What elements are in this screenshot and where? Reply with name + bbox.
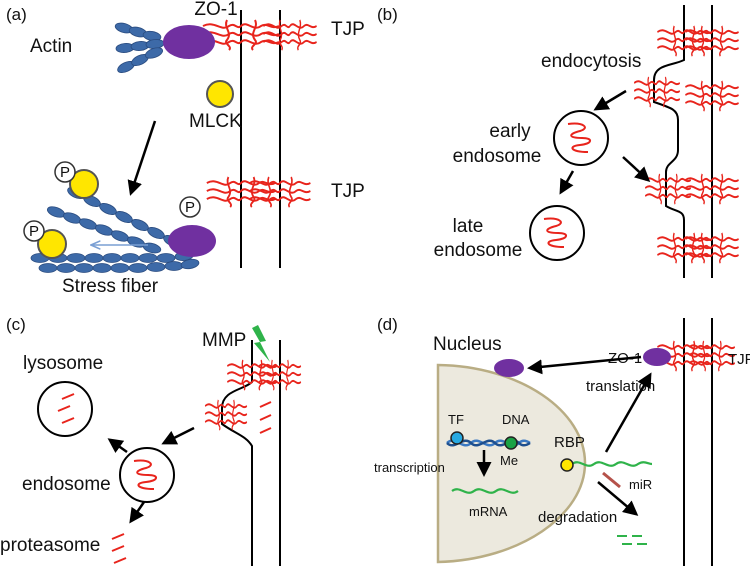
mlck-label: MLCK [189, 111, 242, 132]
arrow-maturation [559, 170, 575, 195]
arrow-translation [604, 372, 652, 453]
tjp-strands [633, 25, 740, 264]
methylation-mark [504, 436, 518, 450]
late-endosome-label-2: endosome [434, 240, 523, 261]
dna-label: DNA [502, 412, 530, 427]
panel-d-label: (d) [377, 315, 398, 334]
rbp-protein [560, 458, 574, 472]
mlck-phospho-2 [37, 229, 67, 259]
zo1-protein [643, 348, 671, 366]
mmp-label: MMP [202, 330, 246, 351]
phospho-badge-1 [54, 161, 76, 183]
mlck-phospho-1 [69, 169, 99, 199]
degradation-label: degradation [538, 509, 617, 526]
dna-helix [446, 439, 531, 447]
nucleus [436, 363, 587, 564]
phospho-label-2: P [29, 223, 39, 240]
me-label: Me [500, 453, 518, 468]
stress-fiber-label: Stress fiber [62, 276, 159, 297]
mrna-label: mRNA [469, 504, 508, 519]
tf-protein [450, 431, 464, 445]
phospho-badge-3 [179, 196, 201, 218]
degraded-mrna-fragments [617, 535, 647, 545]
mir-label: miR [629, 477, 652, 492]
phospho-label-1: P [60, 164, 70, 181]
actin-filaments-top [113, 20, 165, 76]
nucleus-label: Nucleus [433, 334, 502, 355]
arrow-to-lysosome [107, 438, 128, 454]
stress-fiber-filaments [30, 184, 201, 273]
panel-a: (a) TJP ZO-1 Actin MLCK [6, 0, 365, 297]
arrow-degradation [597, 481, 639, 516]
proteasome-fragments [111, 533, 127, 564]
lysosome-label: lysosome [23, 353, 103, 374]
membrane-left [653, 5, 685, 278]
mlck-protein [206, 80, 234, 108]
arrow-internalization [161, 426, 195, 445]
zo1-protein-bottom [168, 225, 216, 257]
endocytosis-label: endocytosis [541, 51, 641, 72]
arrow-to-proteasome [129, 501, 146, 524]
lysosome-fragments [57, 393, 75, 424]
panel-c: (c) MMP lysosome endosome proteasome [0, 315, 302, 566]
tjp-strands-top [202, 19, 318, 51]
tjp-strands-bottom [205, 176, 312, 208]
arrow-recycling [622, 156, 651, 183]
rbp-label: RBP [554, 434, 585, 451]
early-endosome-label-2: endosome [453, 146, 542, 167]
tjp-label-top: TJP [331, 19, 365, 40]
actin-label: Actin [30, 36, 72, 57]
tf-label: TF [448, 412, 464, 427]
panel-b-label: (b) [377, 5, 398, 24]
mmp-lightning-icon [252, 325, 270, 362]
panel-b: (b) endocytosis early endosome late endo… [377, 5, 740, 278]
transcription-label: transcription [374, 460, 445, 475]
arrow-endocytosis [593, 89, 627, 111]
tjp-label: TJP [728, 351, 750, 368]
cleaved-tjp-fragments [259, 401, 272, 434]
nuclear-mrna [451, 488, 519, 494]
panel-a-label: (a) [6, 5, 27, 24]
arrow-activation [127, 120, 157, 196]
cytoplasmic-mrna [571, 461, 653, 467]
zo1-protein [163, 25, 215, 59]
zo1-label: ZO-1 [194, 0, 237, 20]
mir-strand [602, 471, 621, 489]
panel-c-label: (c) [6, 315, 26, 334]
arrow-nuclear-translocation [527, 355, 642, 375]
panel-d: (d) Nucleus TJP ZO-1 translation RBP miR… [374, 315, 750, 566]
zo1-nuclear [494, 359, 524, 377]
phospho-label-3: P [185, 199, 195, 216]
endosome-label: endosome [22, 474, 111, 495]
phospho-badge-2 [23, 220, 45, 242]
early-endosome-label-1: early [489, 121, 531, 142]
late-endosome-label-1: late [453, 216, 484, 237]
tjp-label-bottom: TJP [331, 181, 365, 202]
proteasome-label: proteasome [0, 535, 100, 556]
